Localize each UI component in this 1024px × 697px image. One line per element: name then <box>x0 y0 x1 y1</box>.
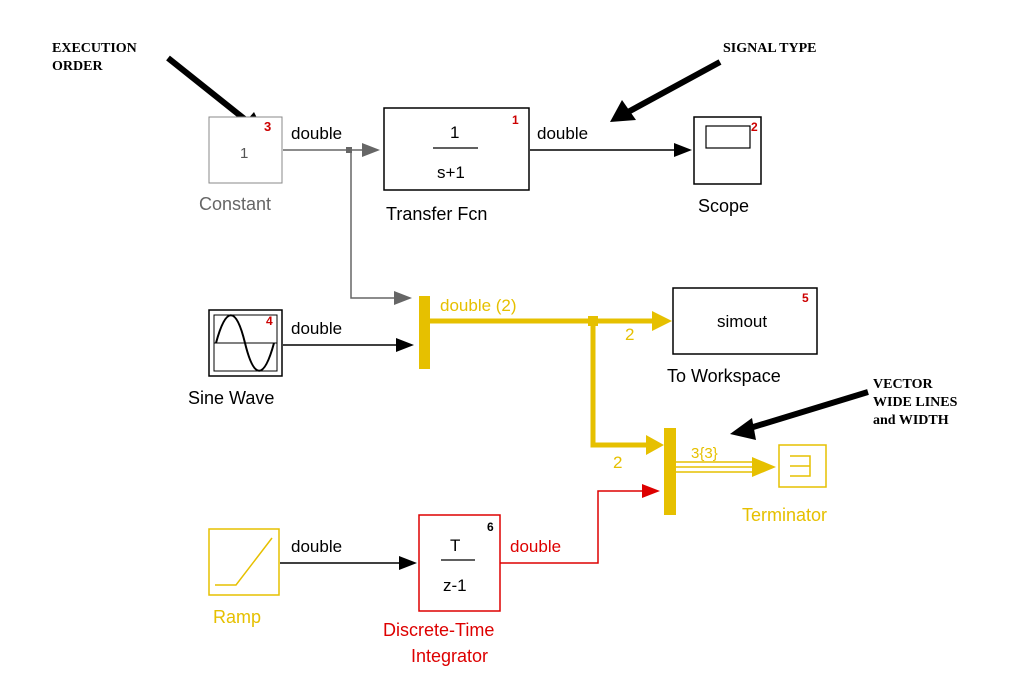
svg-text:z-1: z-1 <box>443 576 467 595</box>
svg-text:2: 2 <box>751 120 758 134</box>
svg-text:1: 1 <box>450 123 459 142</box>
block-sine-wave[interactable]: 4 Sine Wave <box>188 309 283 408</box>
block-integrator[interactable]: T z-1 6 Discrete-Time Integrator <box>383 514 501 666</box>
svg-text:6: 6 <box>487 520 494 534</box>
ramp-icon <box>215 537 273 586</box>
svg-text:double: double <box>537 124 588 143</box>
svg-text:and WIDTH: and WIDTH <box>873 413 949 428</box>
annotation-vector-lines: VECTOR WIDE LINES and WIDTH <box>730 377 958 440</box>
signal-constant-out: double <box>283 124 412 305</box>
svg-text:1: 1 <box>512 113 519 127</box>
block-terminator[interactable]: Terminator <box>742 444 827 525</box>
svg-text:Ramp: Ramp <box>213 607 261 627</box>
block-scope[interactable]: 2 Scope <box>693 116 762 216</box>
block-mux2[interactable] <box>664 428 676 515</box>
signal-sine-out: double <box>283 319 414 352</box>
signal-mux2-out: 3{3} <box>676 445 776 477</box>
svg-text:Scope: Scope <box>698 196 749 216</box>
svg-text:To Workspace: To Workspace <box>667 366 781 386</box>
svg-text:T: T <box>450 536 460 555</box>
svg-text:double: double <box>291 319 342 338</box>
svg-text:double: double <box>291 124 342 143</box>
svg-text:Terminator: Terminator <box>742 505 827 525</box>
svg-text:Discrete-Time: Discrete-Time <box>383 620 494 640</box>
svg-text:5: 5 <box>802 291 809 305</box>
svg-text:2: 2 <box>613 453 622 472</box>
svg-text:double: double <box>291 537 342 556</box>
svg-text:VECTOR: VECTOR <box>873 377 934 392</box>
svg-text:WIDE LINES: WIDE LINES <box>873 395 958 410</box>
sine-wave-icon <box>215 314 275 372</box>
svg-text:simout: simout <box>717 312 767 331</box>
annotation-signal-type: SIGNAL TYPE <box>610 41 817 122</box>
svg-text:EXECUTION: EXECUTION <box>52 41 137 56</box>
signal-mux1-out: double (2) 2 2 <box>430 296 672 472</box>
block-mux1[interactable] <box>419 296 430 369</box>
svg-text:Sine Wave: Sine Wave <box>188 388 274 408</box>
annotation-arrow-vector <box>749 389 869 431</box>
annotation-arrow-execution <box>166 55 254 128</box>
block-transfer-fcn[interactable]: 1 s+1 1 Transfer Fcn <box>383 107 530 224</box>
svg-text:4: 4 <box>266 314 273 328</box>
svg-text:Integrator: Integrator <box>411 646 488 666</box>
svg-text:3: 3 <box>264 119 271 134</box>
svg-text:s+1: s+1 <box>437 163 465 182</box>
svg-text:3{3}: 3{3} <box>691 445 718 462</box>
svg-text:double: double <box>510 537 561 556</box>
block-constant[interactable]: 1 3 Constant <box>199 116 283 214</box>
svg-text:Transfer Fcn: Transfer Fcn <box>386 204 487 224</box>
signal-tf-out: double <box>530 124 692 157</box>
svg-text:double (2): double (2) <box>440 296 517 315</box>
signal-integrator-out: double <box>500 484 660 564</box>
svg-text:1: 1 <box>240 145 248 162</box>
annotation-arrow-signal-type <box>626 59 722 115</box>
svg-text:2: 2 <box>625 325 634 344</box>
svg-text:ORDER: ORDER <box>52 59 103 74</box>
scope-screen-icon <box>705 125 751 149</box>
svg-text:SIGNAL TYPE: SIGNAL TYPE <box>723 41 817 56</box>
svg-text:Constant: Constant <box>199 194 271 214</box>
signal-ramp-out: double <box>280 537 417 570</box>
block-to-workspace[interactable]: simout 5 To Workspace <box>667 287 818 386</box>
block-ramp[interactable]: Ramp <box>208 528 280 627</box>
